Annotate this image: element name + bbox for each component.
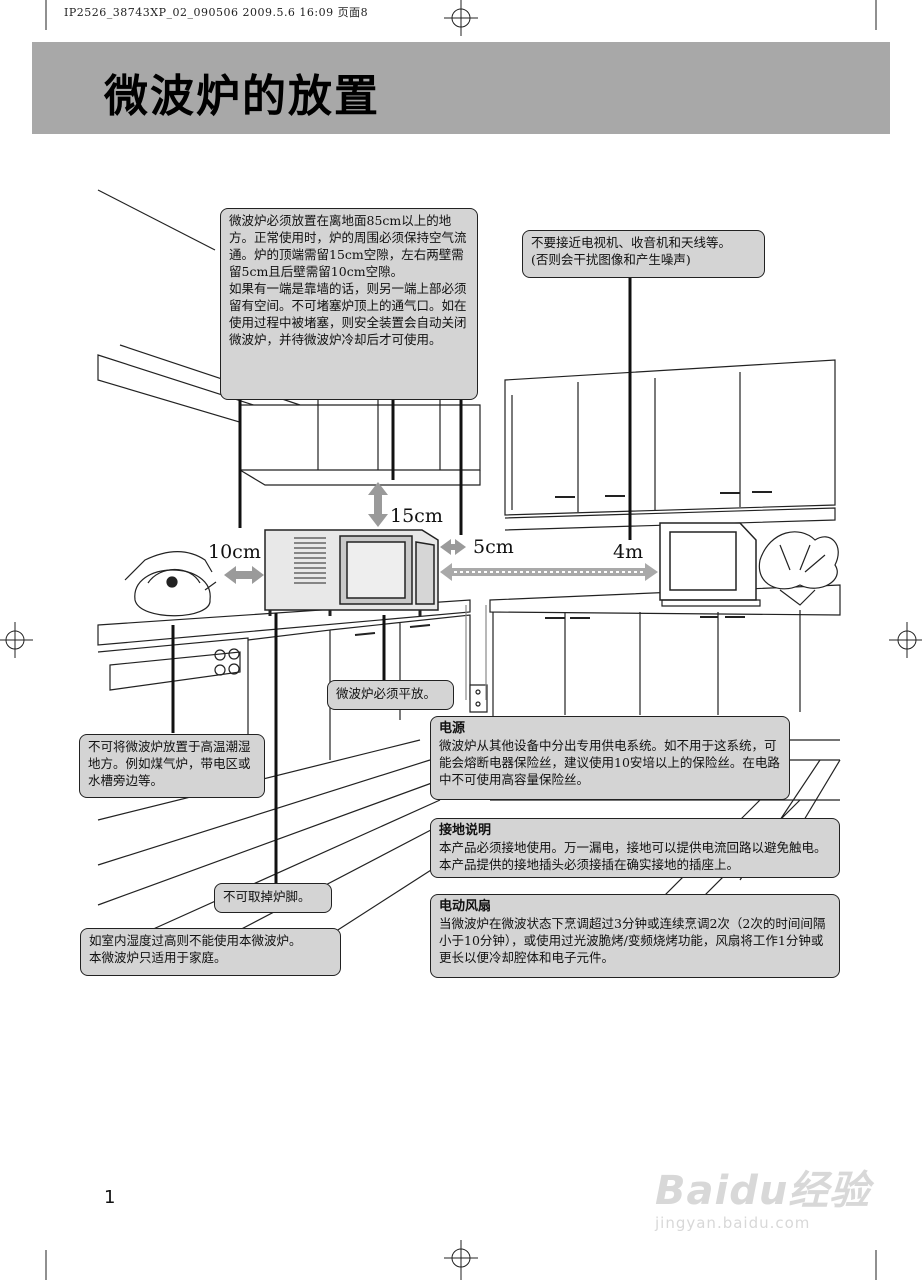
note-ground-heading: 接地说明 bbox=[439, 823, 492, 838]
note-tv-line-2: (否则会干扰图像和产生噪声) bbox=[531, 252, 691, 267]
note-humid-text: 不可将微波炉放置于高温潮湿地方。例如煤气炉，带电区或水槽旁边等。 bbox=[88, 739, 251, 788]
note-home-line-1: 如室内湿度过高则不能使用本微波炉。 bbox=[89, 933, 302, 948]
dim-left-label: 10cm bbox=[208, 541, 261, 563]
note-home-line-2: 本微波炉只适用于家庭。 bbox=[89, 950, 227, 965]
note-power-heading: 电源 bbox=[439, 721, 466, 736]
note-level-text: 微波炉必须平放。 bbox=[336, 686, 437, 701]
watermark-brand: Baidu经验 bbox=[655, 1168, 871, 1214]
note-tv-line-1: 不要接近电视机、收音机和天线等。 bbox=[531, 235, 732, 250]
title-band bbox=[32, 42, 890, 134]
page-title: 微波炉的放置 bbox=[104, 71, 380, 122]
callout-leaders bbox=[171, 278, 632, 885]
dim-tv-label: 4m bbox=[613, 541, 644, 563]
top-clearance-arrow bbox=[368, 482, 388, 527]
note-power-text: 微波炉从其他设备中分出专用供电系统。如不用于这系统，可能会熔断电器保险丝，建议使… bbox=[439, 738, 780, 787]
note-feet-text: 不可取掉炉脚。 bbox=[223, 889, 311, 904]
page-number: 1 bbox=[104, 1187, 116, 1208]
dim-top-label: 15cm bbox=[390, 505, 443, 527]
print-info-line: IP2526_38743XP_02_090506 2009.5.6 16:09 … bbox=[64, 6, 369, 19]
note-feet: 不可取掉炉脚。 bbox=[214, 883, 332, 913]
baidu-watermark: Baidu经验 jingyan.baidu.com bbox=[655, 1158, 870, 1232]
note-humid: 不可将微波炉放置于高温潮湿地方。例如煤气炉，带电区或水槽旁边等。 bbox=[79, 734, 265, 798]
dim-right-label: 5cm bbox=[473, 536, 514, 558]
note-clearance-line-2: 如果有一端是靠墙的话，则另一端上部必须留有空间。不可堵塞炉顶上的通气口。如在使用… bbox=[229, 281, 467, 347]
note-ground: 接地说明 本产品必须接地使用。万一漏电，接地可以提供电流回路以避免触电。本产品提… bbox=[430, 818, 840, 878]
watermark-url: jingyan.baidu.com bbox=[655, 1214, 811, 1232]
note-home: 如室内湿度过高则不能使用本微波炉。 本微波炉只适用于家庭。 bbox=[80, 928, 341, 976]
left-clearance-arrow bbox=[224, 566, 264, 584]
tv-distance-arrow bbox=[440, 563, 658, 581]
note-clearance: 微波炉必须放置在离地面85cm以上的地方。正常使用时，炉的周围必须保持空气流通。… bbox=[220, 208, 478, 400]
note-level: 微波炉必须平放。 bbox=[327, 680, 454, 710]
microwave-oven bbox=[264, 529, 439, 616]
note-ground-text: 本产品必须接地使用。万一漏电，接地可以提供电流回路以避免触电。本产品提供的接地插… bbox=[439, 840, 827, 872]
note-tv: 不要接近电视机、收音机和天线等。 (否则会干扰图像和产生噪声) bbox=[522, 230, 765, 278]
note-clearance-line-1: 微波炉必须放置在离地面85cm以上的地方。正常使用时，炉的周围必须保持空气流通。… bbox=[229, 213, 467, 279]
clearance-arrows bbox=[224, 482, 658, 584]
note-fan-heading: 电动风扇 bbox=[439, 899, 492, 914]
note-fan-text: 当微波炉在微波状态下烹调超过3分钟或连续烹调2次（2次的时间间隔小于10分钟），… bbox=[439, 916, 826, 965]
note-fan: 电动风扇 当微波炉在微波状态下烹调超过3分钟或连续烹调2次（2次的时间间隔小于1… bbox=[430, 894, 840, 978]
note-power: 电源 微波炉从其他设备中分出专用供电系统。如不用于这系统，可能会熔断电器保险丝，… bbox=[430, 716, 790, 800]
right-clearance-arrow bbox=[440, 539, 466, 555]
